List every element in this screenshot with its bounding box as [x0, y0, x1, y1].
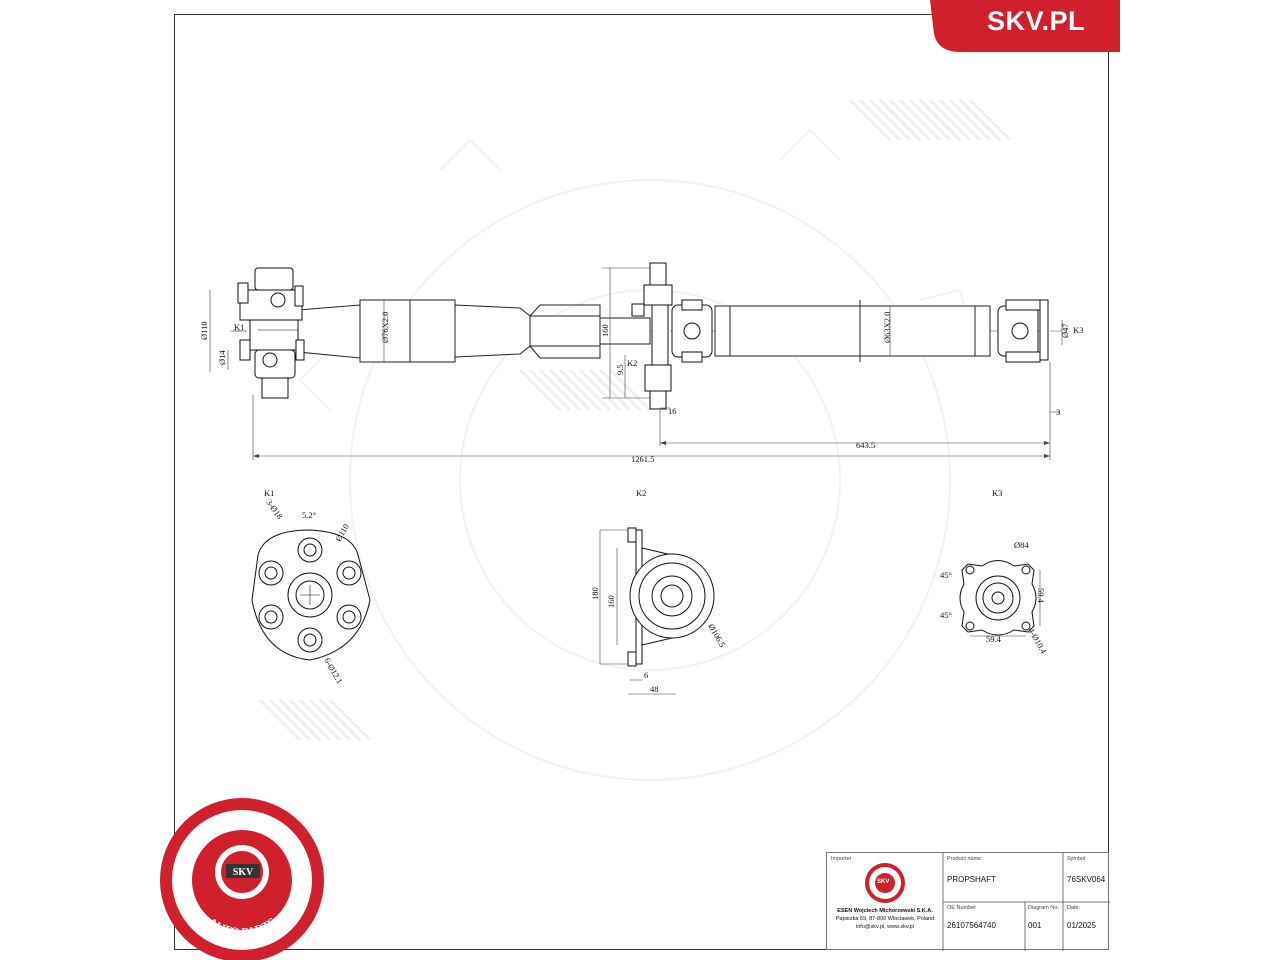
universal-joint-end — [997, 299, 1049, 363]
diagram-number: 001 — [1028, 921, 1042, 930]
k3-diameter: Ø84 — [1014, 540, 1029, 550]
dim-bearing-height: 160 — [600, 324, 610, 337]
product-name: PROPSHAFT — [947, 875, 996, 884]
universal-joint-mid — [671, 299, 713, 363]
dim-end-offset: 3 — [1056, 407, 1060, 417]
k1-angle: 5.2° — [302, 510, 316, 520]
dim-tube2: Ø63X2.0 — [882, 312, 892, 343]
ref-k2: K2 — [627, 358, 637, 368]
importer-company: ESEN Wojciech Michorzewski S.K.A. — [837, 908, 933, 914]
product-label: Product name: — [947, 856, 983, 862]
k2-title: K2 — [636, 488, 646, 498]
dimension-lines — [209, 267, 1063, 460]
dim-second-length: 643.5 — [856, 440, 875, 450]
dimension-arrows — [253, 441, 1050, 458]
diagram-label: Diagram No. — [1028, 905, 1059, 911]
mini-badge-center: SKV — [877, 879, 890, 885]
k3-detail-view — [959, 560, 1041, 637]
brand-logo[interactable]: SKV.PL — [986, 6, 1086, 36]
importer-label: Importer — [831, 856, 852, 862]
k3-holes: 4-Ø10.4 — [1026, 626, 1049, 656]
importer-address: Papiezka 69, 87-800 Wloclawek, Poland — [835, 916, 935, 922]
oe-number: 26107564740 — [947, 921, 996, 930]
drawing-frame — [174, 14, 1109, 950]
k2-height-160: 160 — [606, 595, 616, 608]
title-block-grid — [865, 853, 1110, 951]
dim-tube1: Ø76X2.0 — [380, 312, 390, 343]
propshaft-outline — [297, 299, 991, 363]
dim-hole-diameter: Ø14 — [217, 350, 227, 365]
k2-detail-view — [599, 527, 715, 695]
flex-coupling — [237, 267, 305, 399]
k1-title: K1 — [264, 488, 274, 498]
symbol-value: 76SKV064 — [1067, 875, 1106, 884]
center-bearing — [631, 262, 673, 410]
ref-k1: K1 — [234, 322, 244, 332]
ref-k3: K3 — [1073, 325, 1083, 335]
k1-holes3: 3-Ø18 — [264, 497, 285, 521]
symbol-label: Symbol — [1067, 856, 1086, 862]
date-label: Date: — [1067, 905, 1081, 911]
watermark-hatch — [258, 98, 1012, 742]
k2-width-48: 48 — [650, 684, 659, 694]
dim-flange-diameter: Ø110 — [199, 321, 209, 340]
brand-tab — [930, 0, 1120, 52]
k2-height-180: 180 — [590, 587, 600, 600]
title-block: Importer SKV ESEN Wojciech Michorzewski … — [826, 852, 1110, 951]
watermark-gear — [298, 128, 992, 781]
k3-title: K3 — [992, 488, 1002, 498]
dim-end-diameter: Ø47 — [1060, 323, 1070, 338]
k1-holes6: 6-Ø12.1 — [322, 656, 345, 685]
dim-total-length: 1261.5 — [631, 454, 654, 464]
k3-height: 59.4 — [1036, 588, 1046, 604]
importer-contact: info@skv.pl, www.skv.pl — [856, 924, 914, 930]
k2-diameter: Ø106.5 — [706, 622, 727, 649]
badge-center: SKV — [233, 867, 254, 878]
k3-width: 59.4 — [986, 634, 1002, 644]
k3-angle-bottom: 45° — [940, 610, 952, 620]
mini-badge — [865, 863, 905, 903]
k2-width-6: 6 — [644, 670, 648, 680]
skv-quality-badge: AFTERMARKET PRICE - OE QUALITY AUTO PART… — [160, 798, 324, 960]
k3-angle-top: 45° — [940, 570, 952, 580]
k1-detail-view — [251, 529, 371, 661]
date-value: 01/2025 — [1067, 921, 1096, 930]
oe-label: OE Number — [947, 905, 977, 911]
k1-diameter: Ø110 — [333, 522, 351, 543]
dim-bearing-width: 16 — [668, 406, 677, 416]
dim-bearing-offset: 9.5 — [615, 364, 625, 375]
